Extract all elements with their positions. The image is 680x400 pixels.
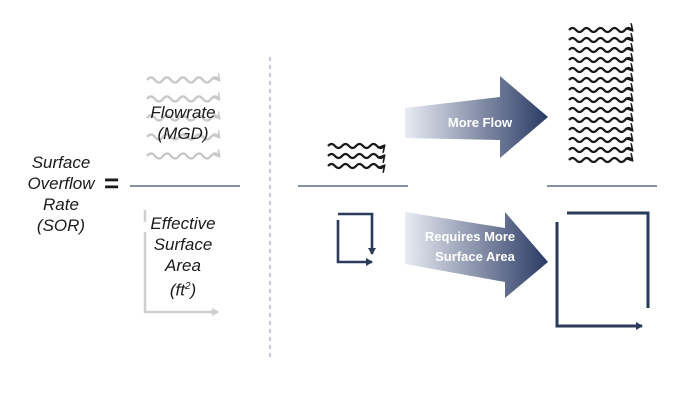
mgd-text: (MGD)	[157, 124, 209, 143]
effective-text: Effective	[150, 214, 216, 233]
requires-more-area-arrow: Requires More Surface Area	[405, 212, 548, 298]
wave-line	[146, 116, 219, 122]
sor-line-2: Overflow	[27, 174, 95, 193]
wave-line	[568, 108, 632, 114]
sor-line-4: (SOR)	[36, 216, 86, 235]
surface-area-square-large-icon	[555, 211, 650, 330]
units-sup: 2	[184, 281, 191, 292]
surface-area-text: Surface Area	[435, 249, 515, 264]
wave-line	[146, 154, 219, 160]
more-flow-arrow: More Flow	[405, 76, 548, 158]
wave-line	[568, 128, 632, 134]
wave-line	[146, 135, 219, 141]
units-end: )	[190, 280, 197, 300]
wave-line	[327, 142, 384, 148]
more-flow-text: More Flow	[448, 115, 513, 130]
sor-line-1: Surface	[31, 153, 91, 172]
wave-line	[568, 38, 632, 44]
units-text: (ft2)	[133, 276, 233, 301]
wave-line	[327, 162, 384, 168]
wave-line	[568, 58, 632, 64]
wave-line	[568, 78, 632, 84]
wave-line	[146, 97, 219, 103]
sor-label: Surface Overflow Rate (SOR)	[16, 152, 106, 236]
sor-line-3: Rate	[43, 195, 79, 214]
wave-line	[568, 88, 632, 94]
wave-line	[568, 98, 632, 104]
wave-line	[568, 48, 632, 54]
surface-area-square-small-icon	[336, 212, 376, 266]
numerator-label: Flowrate (MGD)	[133, 102, 233, 144]
flow-waves-large-icon	[568, 28, 632, 164]
flow-waves-small-icon	[327, 142, 384, 168]
wave-line	[327, 152, 384, 158]
wave-line	[568, 28, 632, 34]
wave-line	[568, 138, 632, 144]
flowrate-text: Flowrate	[150, 103, 216, 122]
wave-line	[568, 118, 632, 124]
wave-line	[568, 158, 632, 164]
units-base: (ft	[169, 280, 185, 300]
equals-sign: =	[104, 168, 120, 198]
wave-line	[146, 78, 219, 84]
surface-area-square-faded-icon	[143, 210, 219, 316]
surface-text: Surface	[153, 235, 213, 254]
area-text: Area	[165, 256, 201, 275]
wave-line	[568, 148, 632, 154]
denominator-label: Effective Surface Area (ft2)	[133, 213, 233, 301]
flow-waves-faded-icon	[146, 78, 219, 160]
requires-more-text: Requires More	[425, 229, 515, 244]
wave-line	[568, 68, 632, 74]
